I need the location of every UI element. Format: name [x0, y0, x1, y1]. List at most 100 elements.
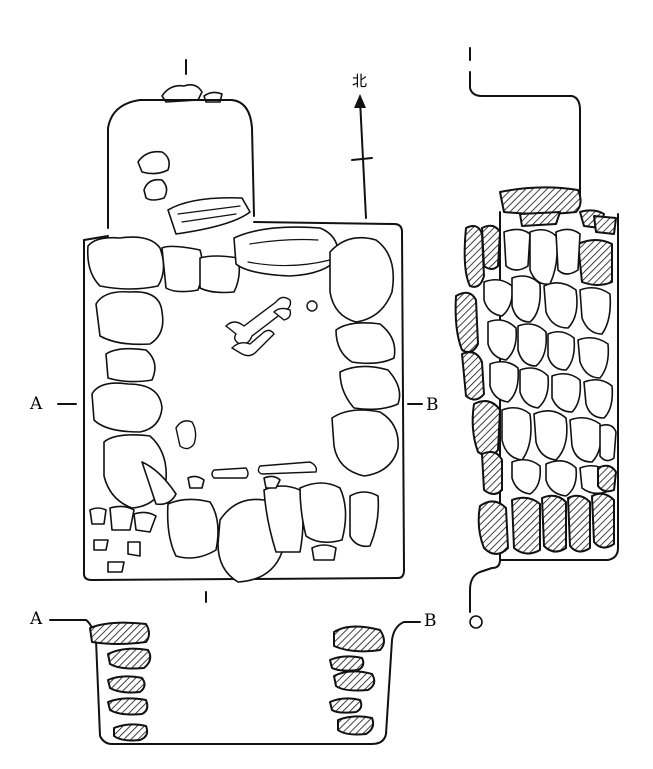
hatched-stone — [113, 723, 149, 742]
section-label-b: B — [424, 611, 437, 631]
hatched-stone — [463, 225, 485, 288]
stone — [93, 539, 109, 551]
hatched-stone — [477, 500, 509, 555]
hatched-stone — [337, 715, 375, 736]
stone — [109, 505, 135, 531]
stone — [545, 460, 578, 497]
pit-outline — [83, 235, 109, 241]
entrance-ramp-outline — [107, 99, 255, 229]
stone — [511, 458, 542, 495]
section-datum-circle — [469, 615, 483, 629]
hatched-stone — [107, 647, 152, 670]
stone — [133, 511, 157, 533]
stone — [503, 228, 531, 271]
stone — [529, 228, 558, 286]
bone — [224, 296, 292, 346]
stone — [89, 507, 107, 525]
section-profile-left — [469, 211, 501, 613]
stone — [533, 410, 568, 461]
hatched-stone — [107, 675, 146, 694]
hatched-stone — [567, 494, 591, 553]
hatched-stone — [499, 186, 582, 215]
section-ab: A B — [29, 609, 437, 745]
stone — [339, 365, 401, 411]
hatched-stone — [454, 291, 479, 353]
section-profile-right — [499, 213, 619, 561]
plan-view: 北 — [29, 59, 439, 603]
stone — [161, 84, 203, 103]
longitudinal-section — [454, 47, 619, 629]
bone — [175, 420, 197, 450]
stone — [95, 290, 164, 346]
hatched-stone — [329, 697, 363, 714]
hatched-stone — [333, 670, 376, 692]
stone — [91, 382, 163, 433]
stone — [141, 461, 177, 506]
hatched-stone — [519, 211, 561, 227]
stone — [501, 406, 532, 461]
stone — [331, 409, 399, 477]
bone — [230, 329, 275, 357]
plan-label-b: B — [426, 395, 439, 415]
bone — [272, 307, 292, 321]
bone — [306, 300, 318, 312]
stone — [579, 286, 612, 335]
stone — [105, 347, 156, 383]
hatched-stone — [481, 451, 503, 495]
stone — [583, 378, 614, 419]
stone — [127, 541, 141, 557]
hatched-stone — [591, 492, 615, 549]
stone — [569, 416, 602, 463]
hatched-stone — [541, 494, 567, 553]
stone — [161, 245, 204, 293]
section-profile-top — [469, 71, 581, 205]
hatched-stone — [333, 625, 385, 653]
stone-texture — [247, 238, 331, 267]
north-label: 北 — [352, 72, 367, 90]
stone — [489, 360, 520, 403]
stone — [483, 278, 514, 317]
stone — [199, 255, 241, 294]
hatched-stone — [89, 621, 150, 645]
stone — [166, 498, 219, 559]
stone — [335, 322, 396, 365]
stone — [599, 424, 617, 462]
bone — [211, 467, 249, 479]
plan-label-a: A — [29, 394, 43, 414]
stone — [167, 196, 251, 235]
stone — [487, 319, 518, 361]
stone — [311, 544, 337, 561]
stone — [511, 275, 542, 323]
stone — [137, 150, 170, 175]
stone — [86, 236, 165, 290]
north-arrow-icon: 北 — [351, 72, 373, 219]
hatched-stone — [461, 351, 485, 401]
stone — [519, 367, 550, 409]
stone — [299, 482, 347, 544]
stone — [543, 282, 578, 329]
stone — [187, 475, 205, 489]
stone — [263, 475, 281, 489]
hatched-stone — [511, 496, 541, 555]
hatched-stone — [107, 697, 149, 716]
hatched-stone — [481, 224, 501, 270]
section-label-a: A — [29, 609, 43, 629]
stone — [577, 336, 610, 379]
stone — [551, 372, 582, 413]
stone — [233, 226, 339, 277]
hatched-stone — [577, 239, 613, 286]
stone-texture — [177, 205, 241, 223]
stone — [517, 323, 548, 367]
hatched-stone — [593, 215, 617, 235]
stone — [547, 330, 576, 371]
stone — [329, 236, 395, 323]
pit-outline — [83, 221, 405, 581]
hatched-stone — [597, 464, 617, 493]
stone — [143, 178, 168, 201]
stone — [107, 561, 125, 573]
stone — [349, 491, 380, 548]
stone — [555, 228, 581, 275]
hatched-stone — [471, 400, 501, 457]
bone — [257, 461, 318, 475]
